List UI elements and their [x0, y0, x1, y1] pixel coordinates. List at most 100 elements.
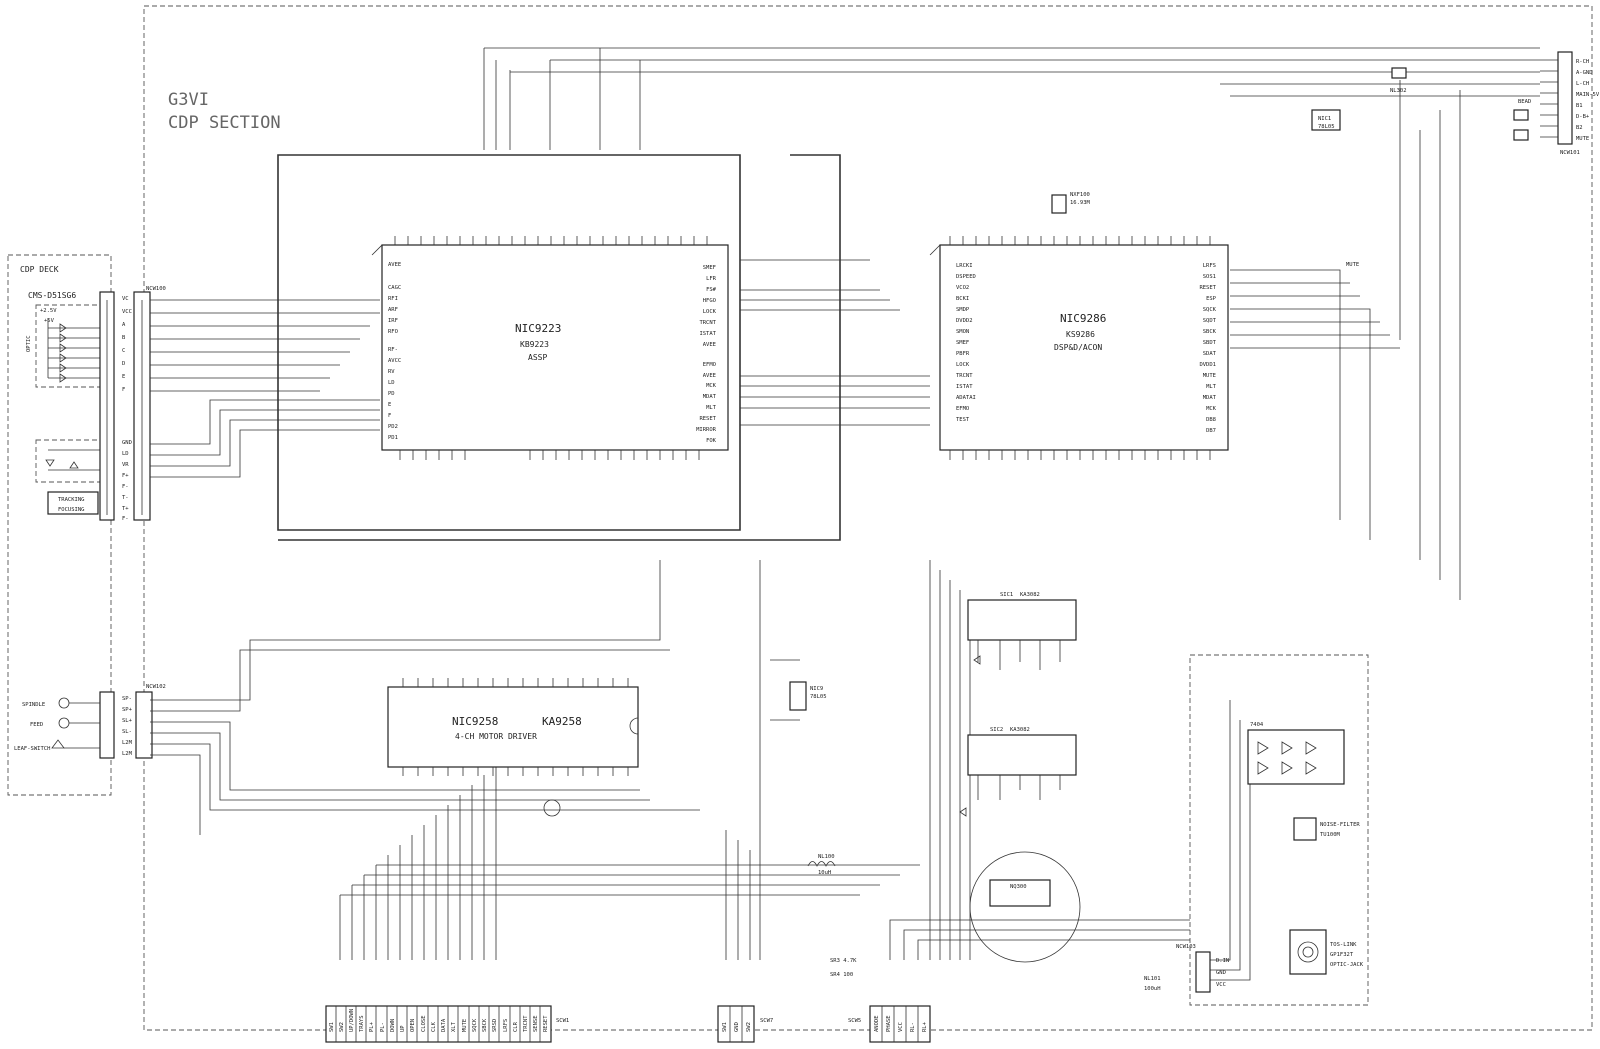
svg-text:LRFS: LRFS	[1203, 263, 1216, 269]
svg-text:GND: GND	[734, 1022, 740, 1032]
svg-text:ADATAI: ADATAI	[956, 395, 976, 401]
ncw101-connector	[1540, 51, 1573, 145]
svg-text:F+: F+	[122, 473, 129, 479]
svg-text:EFMO: EFMO	[956, 406, 969, 412]
svg-text:E: E	[122, 374, 125, 380]
svg-text:ISTAT: ISTAT	[699, 331, 716, 337]
svg-text:RESET: RESET	[543, 1015, 549, 1032]
scw7-label: SCW7	[760, 1018, 773, 1024]
svg-text:AVEE: AVEE	[703, 373, 716, 379]
svg-text:DVDD1: DVDD1	[1199, 362, 1216, 368]
svg-text:FS#: FS#	[706, 287, 717, 293]
svg-text:SQCK: SQCK	[1203, 307, 1217, 313]
sr4-label: SR4 100	[830, 972, 853, 978]
svg-text:DVDD2: DVDD2	[956, 318, 973, 324]
svg-text:RFO: RFO	[388, 329, 398, 335]
svg-text:SMEF: SMEF	[956, 340, 969, 346]
sic1-chip	[967, 599, 1077, 670]
inverter-label: 7404	[1250, 722, 1264, 728]
svg-text:C: C	[122, 348, 125, 354]
svg-text:UP/DOWN: UP/DOWN	[349, 1009, 355, 1032]
svg-text:F-: F-	[122, 484, 129, 490]
svg-text:CLR: CLR	[513, 1021, 519, 1032]
deck-frame	[7, 254, 112, 796]
svg-text:SQCK: SQCK	[472, 1018, 478, 1032]
nic9223-ref: NIC9223	[515, 322, 561, 335]
optic-jack	[1289, 929, 1327, 975]
crystal-ref: NXF100	[1070, 192, 1090, 198]
svg-text:CLK: CLK	[431, 1021, 437, 1032]
svg-text:CLOSE: CLOSE	[421, 1015, 427, 1032]
nl100-val: 10uH	[818, 870, 831, 876]
svg-text:AVEE: AVEE	[388, 262, 401, 268]
svg-text:LFR: LFR	[706, 276, 717, 282]
svg-text:SP-: SP-	[122, 696, 132, 702]
ncw101-label: NCW101	[1560, 150, 1580, 156]
nl100-ref: NL100	[818, 854, 835, 860]
svg-text:F-: F-	[122, 516, 129, 522]
noise-filter-label: NOISE-FILTER	[1320, 822, 1360, 828]
bead-2	[1513, 129, 1529, 141]
leaf-switch-label: LEAF-SWITCH	[14, 746, 50, 752]
scw7-connector	[717, 1005, 755, 1043]
svg-text:B1: B1	[1576, 103, 1583, 109]
svg-text:SW2: SW2	[746, 1022, 752, 1032]
nic9258-func: 4-CH MOTOR DRIVER	[455, 732, 537, 741]
optic-label: OPTIC	[26, 335, 32, 352]
spindle-label: SPINDLE	[22, 702, 45, 708]
svg-text:VR: VR	[122, 462, 129, 468]
sic2-ref: SIC2	[990, 727, 1003, 733]
volt-label-2: +5V	[44, 318, 55, 324]
svg-text:RL-: RL-	[910, 1022, 916, 1032]
nic9286-ref: NIC9286	[1060, 312, 1106, 325]
scw5-connector	[869, 1005, 931, 1043]
svg-text:RESET: RESET	[699, 416, 716, 422]
nl100-coil	[807, 861, 836, 867]
nl302-bead	[1391, 67, 1407, 79]
scw1-connector	[325, 1005, 552, 1043]
svg-text:CAGC: CAGC	[388, 285, 401, 291]
bead-label: BEAD	[1518, 99, 1531, 105]
svg-text:SMON: SMON	[956, 329, 969, 335]
svg-text:RL+: RL+	[922, 1021, 928, 1032]
nic9286-func: DSP&D/ACON	[1054, 343, 1102, 352]
pickup-label: CMS-D51SG6	[28, 291, 76, 300]
svg-text:MLT: MLT	[706, 405, 717, 411]
nic9286-right-pins: LRFS SOS1 RESET ESP SQCK SQDT SBCK SBDT …	[1199, 263, 1216, 434]
svg-text:LOCK: LOCK	[956, 362, 970, 368]
ncw100-label: NCW100	[146, 286, 166, 292]
wiring	[150, 47, 1540, 981]
bead-1	[1513, 109, 1529, 121]
svg-text:VCC: VCC	[898, 1022, 904, 1032]
svg-text:DATA: DATA	[441, 1018, 447, 1032]
svg-text:VC: VC	[122, 296, 129, 302]
svg-text:MAIN-5V: MAIN-5V	[1576, 92, 1600, 98]
svg-text:SW2: SW2	[339, 1022, 345, 1032]
sic1-ref: SIC1	[1000, 592, 1013, 598]
pickup-array	[35, 304, 109, 515]
output-pin-labels: R-CH A-GND L-CH MAIN-5V B1 D-B+ B2 MUTE	[1576, 59, 1600, 142]
nic1-regulator	[1311, 109, 1341, 131]
inverter-chip	[1247, 729, 1345, 785]
scw5-pin-labels: ANODE PHASE VCC RL- RL+	[874, 1015, 928, 1032]
svg-text:PD: PD	[388, 391, 395, 397]
svg-text:LD: LD	[388, 380, 395, 386]
svg-text:RESET: RESET	[1199, 285, 1216, 291]
optic-jack-line3: OPTIC-JACK	[1330, 962, 1364, 968]
nic9223-left-pins: AVEE CAGC RFI ARF IRF RFO RF- AVCC RV LD…	[388, 262, 401, 441]
nic1-ref: NIC1	[1318, 116, 1331, 122]
svg-text:SBDT: SBDT	[1203, 340, 1217, 346]
svg-text:F: F	[122, 387, 125, 393]
svg-text:LRCKI: LRCKI	[956, 263, 973, 269]
scw1-pin-labels: SW1 SW2 UP/DOWN TRAYS PL+ PL- DOWN UP OP…	[329, 1009, 549, 1032]
svg-text:A-GND: A-GND	[1576, 70, 1593, 76]
svg-text:FOK: FOK	[706, 438, 717, 444]
svg-text:SMDP: SMDP	[956, 307, 970, 313]
svg-text:D-B+: D-B+	[1576, 114, 1590, 120]
noise-filter-part: TU100M	[1320, 832, 1341, 838]
optic-jack-line1: TOS-LINK	[1330, 942, 1357, 948]
svg-text:T+: T+	[122, 506, 129, 512]
ncw103-label: NCW103	[1176, 944, 1196, 950]
svg-text:MCK: MCK	[706, 383, 717, 389]
mute-net: MUTE	[1346, 262, 1359, 268]
